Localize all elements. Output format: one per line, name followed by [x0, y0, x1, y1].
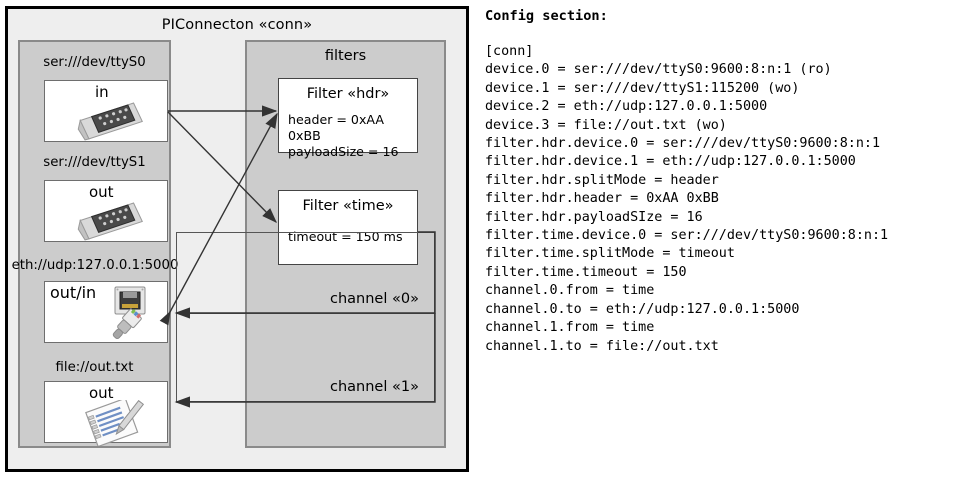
device-label-eth: eth://udp:127.0.0.1:5000	[11, 258, 179, 273]
device-io-ttys0: in	[95, 83, 109, 101]
device-box-eth[interactable]: out/in	[44, 281, 168, 343]
text-file-icon	[85, 400, 145, 446]
device-io-eth: out/in	[50, 283, 97, 302]
filter-attrs-hdr: header = 0xAA 0xBB payloadSize = 16	[288, 112, 417, 160]
serial-db9-icon	[77, 102, 143, 141]
device-io-ttys1: out	[89, 183, 114, 201]
config-line: filter.time.timeout = 150	[485, 264, 687, 280]
config-line: device.1 = ser:///dev/ttyS1:115200 (wo)	[485, 80, 800, 96]
ethernet-rj45-icon	[112, 286, 146, 340]
config-line: filter.hdr.splitMode = header	[485, 172, 719, 188]
filter-box-hdr[interactable]: Filter «hdr» header = 0xAA 0xBB payloadS…	[278, 78, 418, 159]
connector-diagram: PIConnecton «conn» ser:///dev/ttyS0 in s…	[0, 0, 478, 484]
device-label-ttys1: ser:///dev/ttyS1	[43, 155, 146, 170]
config-lines: [conn] device.0 = ser:///dev/ttyS0:9600:8…	[485, 43, 888, 356]
config-line: channel.0.to = eth://udp:127.0.0.1:5000	[485, 301, 800, 317]
config-line: channel.0.from = time	[485, 283, 655, 299]
config-line: filter.hdr.device.1 = eth://udp:127.0.0.…	[485, 154, 856, 170]
config-line: channel.1.to = file://out.txt	[485, 338, 719, 354]
device-io-file: out	[89, 384, 114, 402]
config-line: device.2 = eth://udp:127.0.0.1:5000	[485, 99, 768, 115]
filter-title-time: Filter «time»	[302, 198, 394, 214]
serial-db9-icon	[77, 202, 143, 241]
config-line: filter.time.splitMode = timeout	[485, 246, 735, 262]
config-section: Config section: [conn] device.0 = ser:///…	[481, 0, 964, 484]
device-label-ttys0: ser:///dev/ttyS0	[43, 55, 146, 70]
config-line: device.3 = file://out.txt (wo)	[485, 117, 727, 133]
config-line: filter.time.device.0 = ser:///dev/ttyS0:…	[485, 228, 889, 244]
config-line: device.0 = ser:///dev/ttyS0:9600:8:n:1 (…	[485, 62, 832, 78]
config-line: filter.hdr.header = 0xAA 0xBB	[485, 191, 719, 207]
filter-attr: header = 0xAA 0xBB	[288, 112, 384, 144]
outer-container-title: PIConnecton «conn»	[161, 17, 313, 33]
channel-label-0: channel «0»	[330, 291, 419, 307]
device-box-file[interactable]: out	[44, 381, 168, 446]
device-label-file: file://out.txt	[55, 360, 134, 375]
device-box-ttys1[interactable]: out	[44, 180, 168, 242]
filters-panel-title: filters	[324, 48, 367, 64]
config-line: channel.1.from = time	[485, 320, 655, 336]
config-line: filter.hdr.payloadSIze = 16	[485, 209, 703, 225]
filter-attr: payloadSize = 16	[288, 144, 399, 160]
channel-label-1: channel «1»	[330, 379, 419, 395]
device-box-ttys0[interactable]: in	[44, 80, 168, 142]
config-line: filter.hdr.device.0 = ser:///dev/ttyS0:9…	[485, 136, 881, 152]
config-heading: Config section:	[485, 8, 608, 24]
config-line: [conn]	[485, 44, 534, 59]
filter-title-hdr: Filter «hdr»	[306, 86, 390, 102]
